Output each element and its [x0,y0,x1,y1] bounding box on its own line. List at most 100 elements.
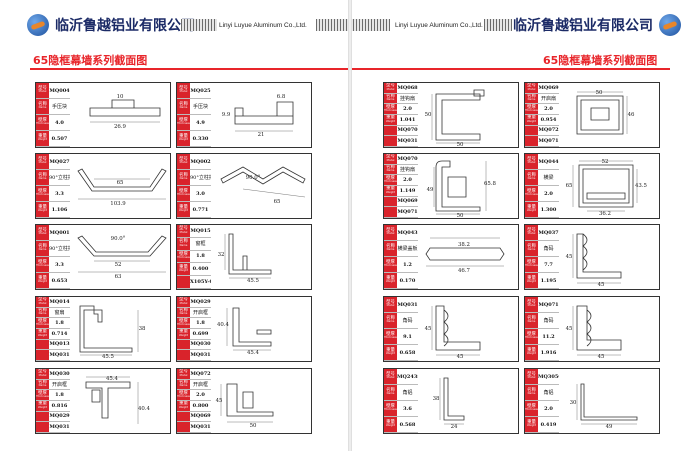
spec-value: 0.816 [51,402,68,409]
dimension-label: 50 [250,423,257,429]
spec-value: MQ071 [538,138,559,145]
profile-outline [220,166,306,185]
spec-value: 角码 [402,318,413,324]
spec-value: X105Y-07 [190,279,211,286]
spec-value: 4.0 [55,119,64,126]
profile-outline [228,233,272,275]
spec-value: MQ031 [397,138,418,145]
dimension-label: 45 [598,354,605,360]
dimension-label: 52 [602,159,609,165]
spec-value: MQ027 [49,158,70,165]
spec-row-model: 型号ModelMQ3050Y [525,369,559,385]
dimension-label: 63 [115,274,122,280]
dimension-label: 46 [628,112,635,118]
company-logo-icon [659,14,681,36]
dimension-label: 49 [606,424,613,430]
dimension-label: 45 [598,282,605,288]
spec-value: 0.330 [192,135,209,142]
compatible-model-row: MQ031 [36,422,70,433]
compatible-model-row: X105Y-07 [177,276,211,289]
spec-value: 0.658 [399,349,416,356]
dimension-label: 45.5 [247,278,260,284]
spec-label [177,411,190,422]
compatible-model-row: MQ031 [36,350,70,361]
spec-value: 1.8 [55,392,64,399]
spec-value: MQ029 [190,298,211,305]
profile-outline [232,307,272,347]
spec-value: 3.3 [55,190,64,197]
compatible-model-row: MQ069 [177,411,211,423]
compatible-model-row: MQ013 [36,339,70,351]
spec-label [384,136,397,146]
dimension-line [242,188,306,198]
dimension-label: 45.4 [247,350,260,356]
spec-value: 1.2 [403,261,412,268]
dimension-label: 38 [433,396,440,402]
spec-value: 挂钩扇 [399,95,415,102]
dimension-label: 45 [216,398,223,404]
profile-outline [89,99,161,117]
spec-value: 0.400 [192,266,209,273]
dimension-label: 40.4 [138,406,151,412]
spec-value: 0.800 [192,402,209,409]
dimension-label: 45 [566,326,573,332]
dimension-label: 43.5 [635,183,648,189]
compatible-model-row: MQ030 [177,339,211,351]
spec-value: 1.8 [196,253,205,260]
spec-value: 3.6 [403,405,412,412]
spec-row-model: 型号ModelMQ2438 [384,369,418,385]
spec-value: MQ031 [49,352,70,359]
profile-card: 型号ModelMQ2438名称Name角铝壁厚Thickness 3.6 重量Wei… [383,368,519,434]
left-header: 临沂鲁越铝业有限公司 [27,14,195,36]
dimension-label: 45 [566,254,573,260]
dimension-label: 38.2 [458,242,470,248]
dimension-label: 9.9 [222,112,231,118]
